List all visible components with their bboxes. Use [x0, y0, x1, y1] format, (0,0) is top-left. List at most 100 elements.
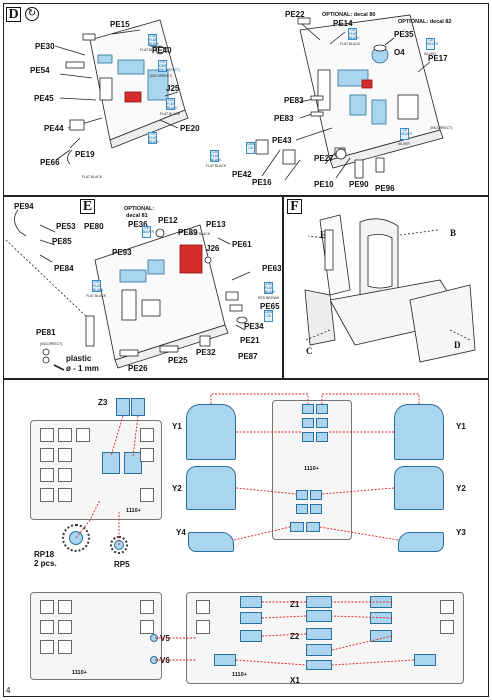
- mask-sheet-a-pane-5: [58, 448, 72, 462]
- label-pe65: PE65: [260, 302, 280, 311]
- page-number: 4: [6, 686, 11, 695]
- label-pe22: PE22: [285, 10, 305, 19]
- label-pe35: PE35: [394, 30, 414, 39]
- label-pe80: PE80: [84, 222, 104, 231]
- label-plastic: plastic: [66, 354, 92, 363]
- label-pe83-a: PE83: [284, 96, 304, 105]
- mask-sheet-a-pane-10: [140, 428, 154, 442]
- label-j25: J25: [166, 84, 180, 93]
- section-d-frame: [3, 3, 489, 196]
- label-z1: Z1: [290, 600, 300, 609]
- mask-sheet-c-pane-8: [140, 620, 154, 634]
- mask-sheet-a-pane-1: [40, 428, 54, 442]
- label-pe53: PE53: [56, 222, 76, 231]
- color-code-c4: C33 FLAT BLACK: [148, 132, 160, 144]
- label-pe42: PE42: [232, 170, 252, 179]
- label-pe17: PE17: [428, 54, 448, 63]
- label-pe96: PE96: [375, 184, 395, 193]
- label-pe16: PE16: [252, 178, 272, 187]
- mask-sheet-a-pane-11: [140, 448, 154, 462]
- mask-sheet-b-blue-3: [302, 418, 314, 428]
- mask-sheet-c-pane-5: [40, 640, 54, 654]
- label-pe34: PE34: [244, 322, 264, 331]
- label-pe84: PE84: [54, 264, 74, 273]
- mask-z2-2: [306, 644, 332, 656]
- section-e-frame: [3, 196, 283, 379]
- label-pe25: PE25: [168, 356, 188, 365]
- note-silver-2: SILVER: [398, 142, 410, 146]
- note-red-brown: RED BROWN: [258, 296, 280, 300]
- mask-y3: [398, 532, 444, 552]
- label-y1-right: Y1: [456, 422, 466, 431]
- mask-sheet-b-blue-6: [316, 432, 328, 442]
- mask-y1-left: [186, 404, 236, 460]
- mask-sheet-c-pane-1: [40, 600, 54, 614]
- mask-z2-3: [306, 660, 332, 670]
- label-pe90: PE90: [349, 180, 369, 189]
- label-pe12: PE12: [158, 216, 178, 225]
- color-code-c8: C33 FLAT BLACK: [210, 150, 222, 162]
- mask-sheet-a-pane-3: [76, 428, 90, 442]
- label-pe27: PE27: [314, 154, 334, 163]
- mask-y2-right: [394, 466, 444, 510]
- label-y2-left: Y2: [172, 484, 182, 493]
- label-pe40: PE40: [152, 46, 172, 55]
- label-sheet-b: 1110+: [304, 466, 319, 472]
- color-code-c5: C8 SILVER: [426, 38, 438, 50]
- mask-sheet-c-pane-3: [40, 620, 54, 634]
- mask-z3-right: [131, 398, 145, 416]
- mask-sheet-b-blue-1: [302, 404, 314, 414]
- label-pe66: PE66: [40, 158, 60, 167]
- mask-sheet-d-pane-4: [440, 620, 454, 634]
- label-f-d: D: [454, 340, 461, 350]
- label-pe15: PE15: [110, 20, 130, 29]
- label-y4: Y4: [176, 528, 186, 537]
- label-pe94: PE94: [14, 202, 34, 211]
- mask-sheet-b-blue-12: [306, 522, 320, 532]
- mask-sheet-b-blue-8: [310, 490, 322, 500]
- mask-sheet-c-pane-2: [58, 600, 72, 614]
- color-code-c3: C33 FLAT BLACK: [166, 98, 178, 110]
- label-v6: V6: [160, 656, 170, 665]
- label-j26: J26: [206, 244, 220, 253]
- label-pe43: PE43: [272, 136, 292, 145]
- rotate-icon: ↻: [25, 7, 39, 21]
- label-pe61: PE61: [232, 240, 252, 249]
- label-x1: X1: [290, 676, 300, 685]
- note-flat-black-2: FLAT BLACK: [160, 112, 181, 116]
- label-z3: Z3: [98, 398, 108, 407]
- label-optional-decal-82: OPTIONAL: decal 82: [398, 19, 452, 25]
- label-pe93: PE93: [112, 248, 132, 257]
- label-rp18: RP18: [34, 550, 55, 559]
- label-f-e: E: [320, 230, 327, 240]
- label-z2: Z2: [290, 632, 300, 641]
- label-o4: O4: [394, 48, 405, 57]
- mask-sheet-a-blue-1: [102, 452, 120, 474]
- color-code-c7: C8 SILVER: [400, 128, 412, 140]
- mask-y2-left: [186, 466, 236, 510]
- label-sheet-a: 1110+: [126, 508, 141, 514]
- color-code-c1: C33 FLAT BLACK: [148, 34, 160, 46]
- label-pe10: PE10: [314, 180, 334, 189]
- section-masks-frame: [3, 379, 489, 697]
- mask-sheet-b-blue-4: [316, 418, 328, 428]
- color-code-c13: C33 FLAT BLACK: [264, 282, 276, 294]
- mask-sheet-d-pane-3: [440, 600, 454, 614]
- color-code-c9: C891 C8: [246, 142, 255, 154]
- label-pe26: PE26: [128, 364, 148, 373]
- label-rp18-count: 2 pcs.: [34, 559, 57, 568]
- label-pe89: PE89: [178, 228, 198, 237]
- label-sheet-c: 1110+: [72, 670, 87, 676]
- label-pe83-b: PE83: [274, 114, 294, 123]
- label-optional: OPTIONAL:: [124, 206, 155, 212]
- mask-sheet-b-blue-11: [290, 522, 304, 532]
- note-flat-black-1: FLAT BLACK: [140, 48, 161, 52]
- note-incorrect-3: (INCORRECT): [40, 342, 63, 346]
- note-incorrect-2: (INCORRECT): [430, 126, 453, 130]
- mask-z2-1: [306, 628, 332, 640]
- label-y2-right: Y2: [456, 484, 466, 493]
- section-f-frame: [283, 196, 489, 379]
- mask-sheet-b-blue-9: [296, 504, 308, 514]
- mask-sheet-d-pane-1: [196, 600, 210, 614]
